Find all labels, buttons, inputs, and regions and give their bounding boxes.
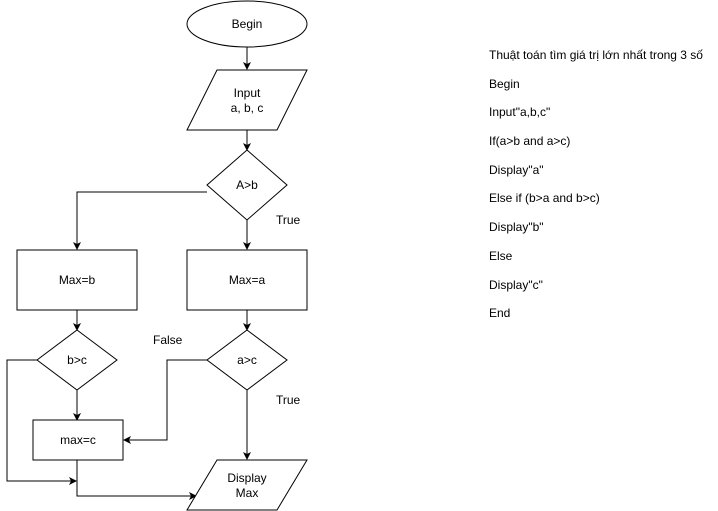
pseudocode-line: If(a>b and a>c): [489, 134, 571, 149]
true-label-ac: True: [276, 393, 301, 407]
true-label-ab: True: [276, 213, 301, 227]
pseudocode-panel: Thuật toán tìm giá trị lớn nhất trong 3 …: [489, 48, 703, 335]
begin-label: Begin: [232, 17, 263, 31]
max-a-node: [186, 249, 308, 311]
display-node: [186, 459, 308, 511]
pseudocode-title: Thuật toán tìm giá trị lớn nhất trong 3 …: [489, 48, 703, 62]
pseudocode-line: Display"b": [489, 220, 544, 235]
pseudocode-line: Else if (b>a and b>c): [489, 191, 600, 206]
pseudocode-line: Input"a,b,c": [489, 105, 551, 120]
max-c-node: [32, 419, 124, 461]
edge-bc-true: [6, 359, 77, 485]
pseudocode-line: End: [489, 306, 511, 321]
pseudocode-line: Display"a": [489, 162, 544, 177]
connectors: [6, 47, 251, 500]
input-label-line1: Input: [234, 86, 261, 100]
decision-bc-node: [36, 329, 118, 391]
display-label-line2: Max: [236, 486, 259, 500]
edge-ac-false: [123, 359, 207, 444]
pseudocode-line: Display"c": [489, 277, 543, 292]
max-a-label: Max=a: [229, 273, 266, 287]
max-c-label: max=c: [60, 433, 96, 447]
max-b-label: Max=b: [59, 273, 96, 287]
input-label-line2: a, b, c: [231, 101, 264, 115]
edge-ab-false: [73, 191, 207, 250]
max-b-node: [16, 249, 138, 311]
decision-ab-label: A>b: [236, 178, 258, 192]
pseudocode-line: Begin: [489, 76, 520, 91]
false-label-ac: False: [153, 333, 183, 347]
decision-ac-node: [206, 329, 288, 391]
decision-bc-label: b>c: [67, 353, 87, 367]
begin-node: [186, 0, 308, 48]
pseudocode-line: Else: [489, 248, 513, 263]
edge-maxc-display: [76, 460, 197, 500]
input-node: [186, 69, 308, 131]
decision-ab-node: [206, 149, 288, 221]
decision-ac-label: a>c: [237, 353, 257, 367]
display-label-line1: Display: [227, 471, 266, 485]
